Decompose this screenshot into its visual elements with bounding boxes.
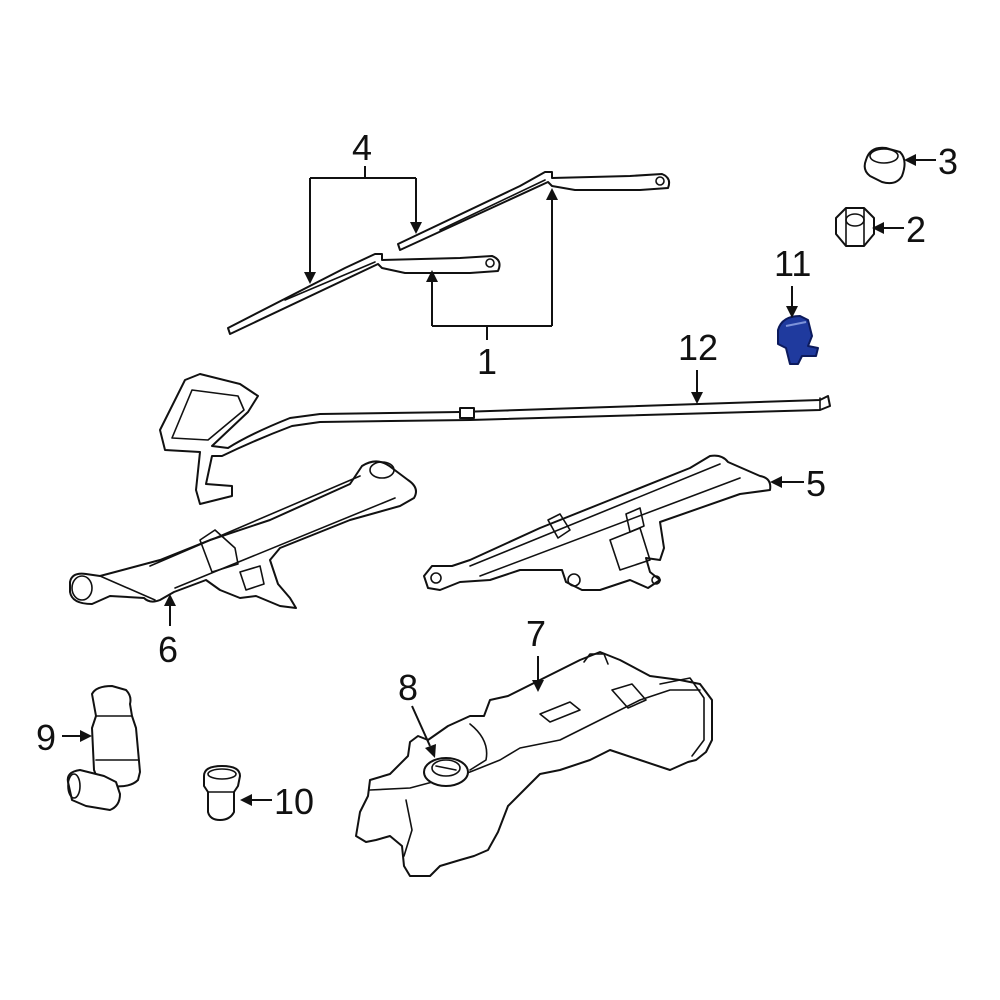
wiper-linkage-left[interactable] xyxy=(69,460,417,609)
callout-5: 5 xyxy=(806,463,826,504)
hex-nut[interactable] xyxy=(835,207,875,247)
wiper-arm-lower[interactable] xyxy=(227,253,501,335)
callout-8-leader xyxy=(411,705,436,758)
callout-12: 12 xyxy=(678,327,718,368)
callout-6-leader xyxy=(164,594,176,626)
callout-9: 9 xyxy=(36,717,56,758)
callout-2-leader xyxy=(872,222,904,234)
callout-2: 2 xyxy=(906,209,926,250)
washer-nozzle[interactable] xyxy=(777,315,819,365)
callout-1-leader xyxy=(426,188,558,340)
callout-10: 10 xyxy=(274,781,314,822)
washer-reservoir[interactable] xyxy=(355,651,713,877)
callout-4-leader xyxy=(304,166,422,284)
wiper-linkage-right[interactable] xyxy=(423,454,772,591)
callout-3: 3 xyxy=(938,141,958,182)
callout-6: 6 xyxy=(158,629,178,670)
callout-3-leader xyxy=(904,154,936,166)
washer-hose[interactable] xyxy=(159,373,831,505)
pump-grommet[interactable] xyxy=(203,765,241,821)
callout-11-leader xyxy=(786,286,798,318)
callout-7: 7 xyxy=(526,613,546,654)
callout-11: 11 xyxy=(774,243,811,284)
callout-8: 8 xyxy=(398,667,418,708)
callout-10-leader xyxy=(240,794,272,806)
wiper-arm-upper[interactable] xyxy=(397,171,671,251)
washer-pump[interactable] xyxy=(66,685,141,811)
callout-1: 1 xyxy=(477,341,497,382)
reservoir-cap[interactable] xyxy=(423,757,469,787)
nut-cap[interactable] xyxy=(863,146,906,185)
callout-7-leader xyxy=(532,656,544,692)
callout-9-leader xyxy=(62,730,92,742)
callout-12-leader xyxy=(691,370,703,404)
callout-5-leader xyxy=(770,476,804,488)
callout-4: 4 xyxy=(352,127,372,168)
